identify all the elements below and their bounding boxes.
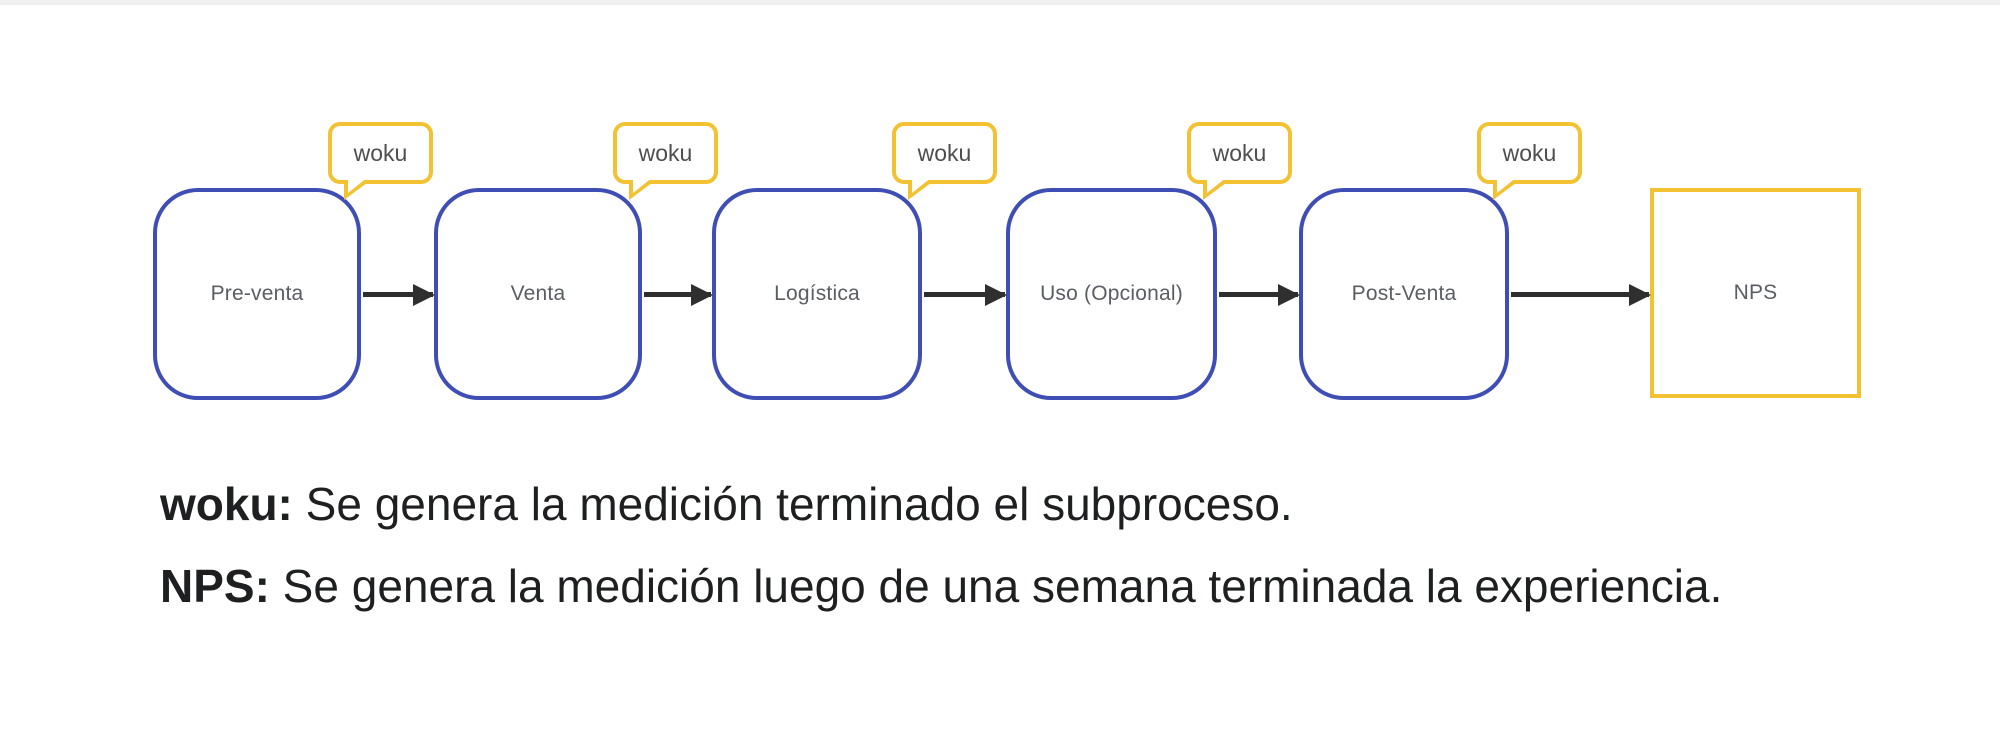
stage-box-uso-opcional: Uso (Opcional)	[1006, 188, 1217, 400]
woku-badge-label: woku	[353, 139, 408, 166]
stage-label: Post-Venta	[1351, 282, 1457, 305]
stage-box-pre-venta: Pre-venta	[153, 188, 361, 400]
flow-arrow-icon	[924, 292, 1005, 297]
stage-box-logistica: Logística	[712, 188, 922, 400]
note-woku-text: Se genera la medición terminado el subpr…	[292, 478, 1293, 530]
stage-label: Logística	[774, 282, 860, 305]
note-woku-term: woku:	[160, 478, 293, 530]
note-nps-term: NPS:	[160, 560, 270, 612]
flow-arrow-icon	[644, 292, 711, 297]
woku-speech-bubble-1: woku	[328, 122, 433, 200]
stage-label: Uso (Opcional)	[1040, 282, 1183, 305]
note-nps: NPS: Se genera la medición luego de una …	[160, 560, 1722, 613]
flow-arrow-icon	[363, 292, 433, 297]
stage-label: NPS	[1733, 281, 1778, 304]
note-nps-text: Se genera la medición luego de una seman…	[269, 560, 1723, 612]
flow-arrow-icon	[1219, 292, 1298, 297]
note-woku: woku: Se genera la medición terminado el…	[160, 478, 1293, 531]
woku-badge-label: woku	[1212, 139, 1267, 166]
woku-badge-label: woku	[917, 139, 972, 166]
window-top-strip	[0, 0, 2000, 5]
woku-badge-label: woku	[1502, 139, 1557, 166]
stage-label: Pre-venta	[210, 282, 304, 305]
stage-box-nps: NPS	[1650, 188, 1861, 398]
woku-speech-bubble-2: woku	[613, 122, 718, 200]
stage-label: Venta	[510, 282, 566, 305]
woku-speech-bubble-5: woku	[1477, 122, 1582, 200]
woku-badge-label: woku	[638, 139, 693, 166]
woku-speech-bubble-4: woku	[1187, 122, 1292, 200]
stage-box-post-venta: Post-Venta	[1299, 188, 1509, 400]
flow-arrow-icon	[1511, 292, 1649, 297]
woku-speech-bubble-3: woku	[892, 122, 997, 200]
stage-box-venta: Venta	[434, 188, 642, 400]
